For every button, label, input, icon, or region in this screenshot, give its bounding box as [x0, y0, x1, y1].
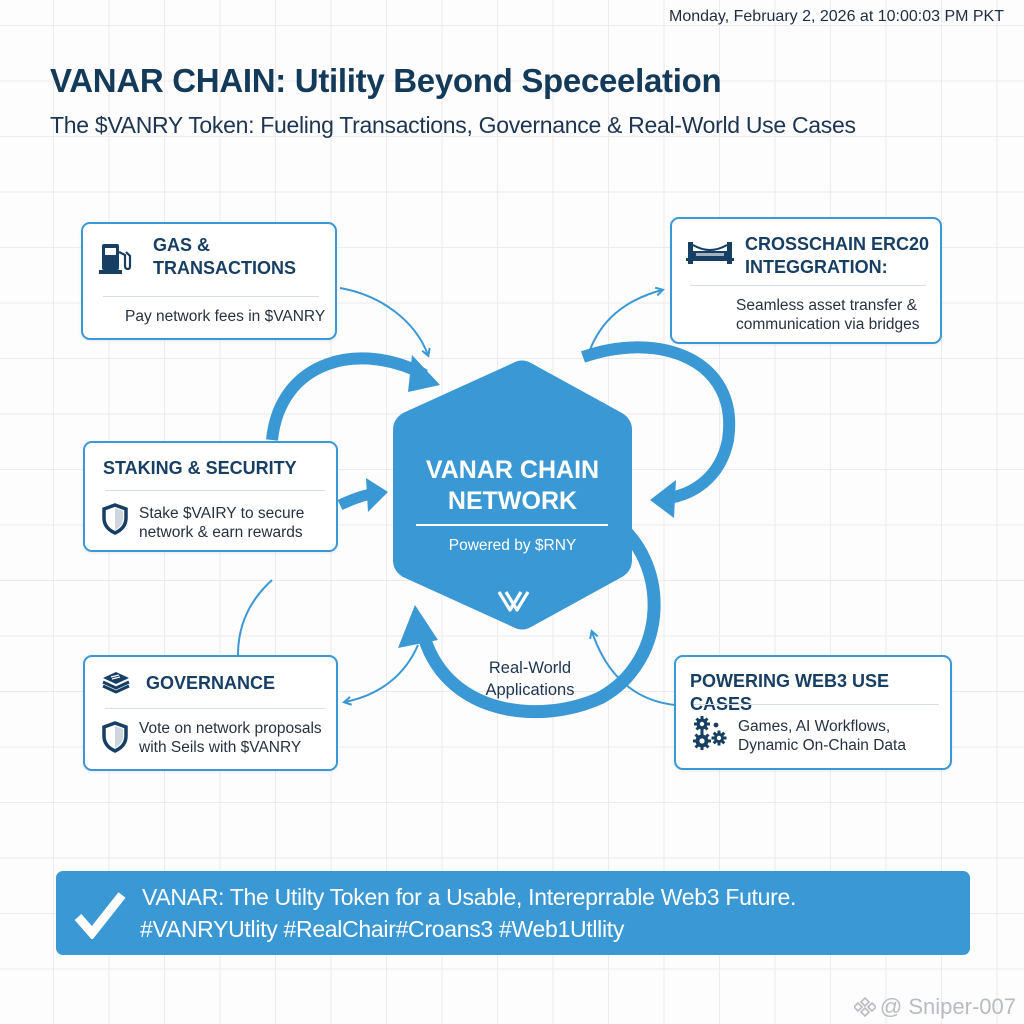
real-world-label-line2: Applications [485, 681, 575, 699]
card-staking-security: STAKING & SECURITY Stake $VAIRY to secur… [83, 441, 338, 552]
shield-icon [102, 503, 128, 535]
card-governance-desc-line1: Vote on network proposals [139, 720, 322, 737]
page-title: VANAR CHAIN: Utility Beyond Speceelation [50, 62, 722, 99]
card-web3-desc-line1: Games, AI Workflows, [738, 718, 891, 735]
page-subtitle: The $VANRY Token: Fueling Transactions, … [50, 112, 856, 138]
arrow-staking-loop [266, 352, 428, 441]
card-gas-title-line1: GAS & [153, 235, 211, 255]
card-gas-title-line2: TRANSACTIONS [153, 258, 296, 278]
arrow-real-world-loop [418, 514, 661, 719]
governance-shield-icon [102, 721, 128, 753]
card-crosschain-title-line2: INTEGGRATION: [745, 257, 888, 277]
card-gas-description: Pay network fees in $VANRY [125, 308, 326, 325]
card-staking-description: Stake $VAIRY to secure network & earn re… [139, 504, 304, 542]
arrow-hex-to-crosschain [587, 290, 662, 356]
arrowhead-staking-to-hex [366, 478, 388, 512]
card-staking-title: STAKING & SECURITY [103, 458, 297, 478]
binance-logo-icon [853, 996, 876, 1018]
card-gas-transactions: GAS & TRANSACTIONS Pay network fees in $… [81, 222, 337, 340]
card-crosschain-title-line1: CROSSCHAIN ERC20 [745, 234, 930, 254]
timestamp: Monday, February 2, 2026 at 10:00:03 PM … [669, 8, 1004, 25]
bridge-icon [686, 242, 734, 264]
arrowhead-staking-loop [408, 355, 440, 392]
card-crosschain: CROSSCHAIN ERC20 INTEGGRATION: Seamless … [670, 217, 942, 344]
watermark: @ Sniper-007 [853, 994, 1016, 1020]
card-divider [105, 708, 325, 709]
card-divider [694, 704, 939, 705]
card-crosschain-title: CROSSCHAIN ERC20 INTEGGRATION: [745, 233, 929, 279]
card-staking-desc-line1: Stake $VAIRY to secure [139, 505, 305, 522]
arrowhead-crosschain-loop [650, 480, 676, 518]
real-world-label-line1: Real-World [488, 659, 572, 677]
arrow-gas-to-hex [339, 287, 428, 355]
card-divider [690, 285, 926, 286]
card-web3-title: POWERING WEB3 USE CASES [690, 671, 890, 714]
real-world-label: Real-World Applications [455, 657, 605, 701]
center-subtitle: Powered by $RNY [448, 537, 577, 554]
arrow-web3-to-hex [592, 632, 676, 706]
checkmark-icon [74, 892, 126, 939]
card-governance: GOVERNANCE Vote on network proposals wit… [83, 655, 338, 771]
card-gas-title: GAS & TRANSACTIONS [153, 234, 296, 280]
banner-hashtags: #VANRYUtlity #RealChair#Croans3 #Web1Utl… [140, 916, 625, 942]
card-web3-description: Games, AI Workflows, Dynamic On-Chain Da… [738, 717, 906, 755]
card-crosschain-description: Seamless asset transfer & communication … [736, 296, 920, 334]
center-title-line1: VANAR CHAIN [425, 456, 600, 484]
gears-icon [693, 716, 727, 750]
center-title-line2: NETWORK [447, 487, 578, 515]
card-governance-desc-line2: with Seils with $VANRY [139, 739, 302, 756]
summary-banner: VANAR: The Utilty Token for a Usable, In… [56, 871, 970, 955]
center-title: VANAR CHAIN NETWORK [395, 455, 630, 517]
card-staking-desc-line2: network & earn rewards [139, 524, 303, 541]
card-divider [105, 490, 325, 491]
banner-headline: VANAR: The Utilty Token for a Usable, In… [142, 884, 797, 910]
card-governance-description: Vote on network proposals with Seils wit… [139, 719, 322, 757]
layers-icon [102, 672, 130, 694]
card-web3-use-cases: POWERING WEB3 USE CASES Games, AI Workfl… [674, 655, 952, 770]
card-divider [103, 296, 319, 297]
arrowhead-real-world-loop [398, 605, 438, 648]
vanar-v-logo [497, 591, 530, 612]
connector-staking-governance [237, 579, 273, 656]
center-divider [416, 524, 608, 526]
card-crosschain-desc-line2: communication via bridges [736, 316, 920, 333]
arrow-crosschain-loop [581, 341, 736, 504]
card-crosschain-desc-line1: Seamless asset transfer & [736, 297, 917, 314]
card-governance-title: GOVERNANCE [146, 673, 276, 693]
card-web3-desc-line2: Dynamic On-Chain Data [738, 737, 906, 754]
gas-pump-icon [99, 244, 132, 274]
arrow-hex-to-governance [345, 644, 419, 702]
watermark-text: @ Sniper-007 [879, 994, 1016, 1019]
